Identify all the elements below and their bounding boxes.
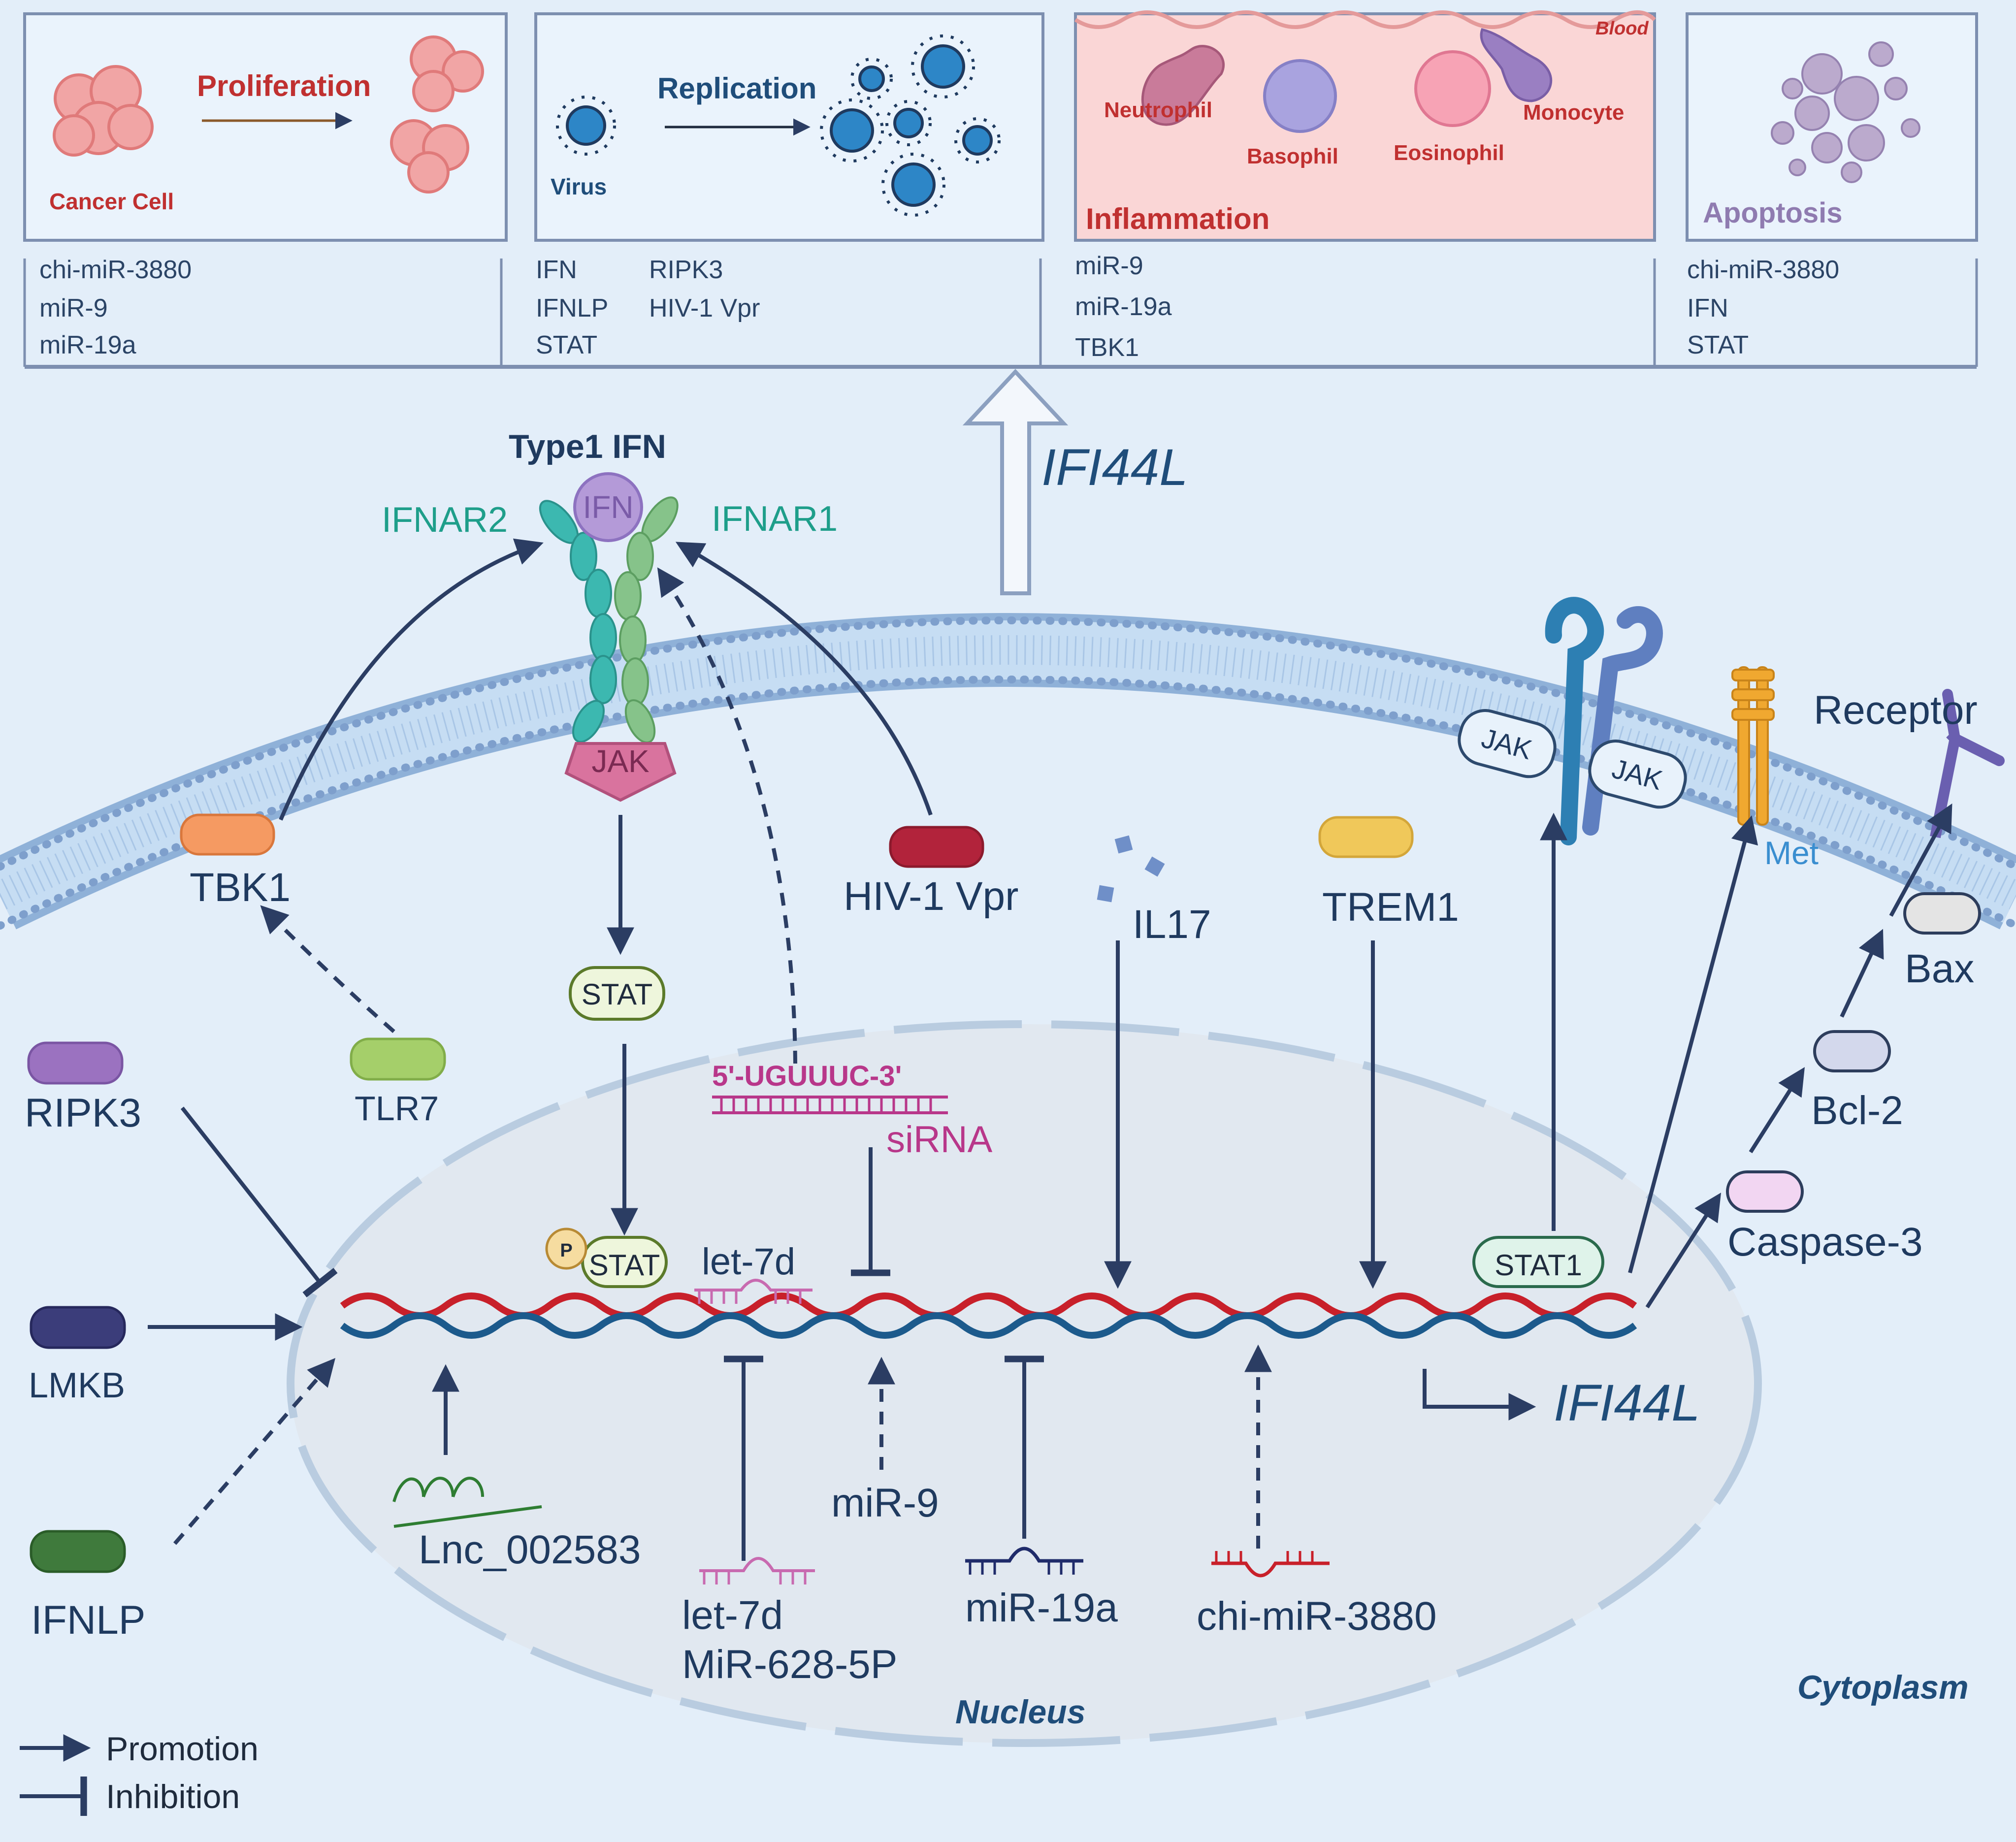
stat1-label: STAT1 [1495, 1249, 1582, 1282]
mir19a-label: miR-19a [965, 1585, 1118, 1630]
panel-lists: chi-miR-3880 miR-9 miR-19a IFN IFNLP STA… [23, 252, 1978, 369]
monocyte-label: Monocyte [1523, 100, 1624, 125]
ifnlp-label: IFNLP [31, 1598, 145, 1643]
caspase3-label: Caspase-3 [1727, 1220, 1923, 1264]
stat-factor: STAT [569, 966, 665, 1021]
bcl-2: Bcl-2 [1811, 1030, 1903, 1133]
eosinophil-label: Eosinophil [1394, 141, 1504, 165]
bax-label: Bax [1905, 946, 1974, 991]
nucleus-content: 5'-UGUUUC-3' siRNA STAT P STAT1 let-7d L… [392, 1060, 1604, 1731]
let7d-bottom-label: let-7d [682, 1593, 783, 1638]
ifi44l-output-arrow [962, 369, 1069, 595]
panel-virus: Replication Virus [534, 12, 1044, 242]
ifn-ligand-label: IFN [583, 489, 633, 525]
virus-item-2: IFNLP [536, 294, 608, 323]
cancer-item-3: miR-19a [39, 331, 136, 359]
cancer-item-2: miR-9 [39, 294, 108, 323]
virus-item-1: IFN [536, 256, 577, 284]
hiv-1-vpr: HIV-1 Vpr [844, 826, 1018, 919]
lnc-label: Lnc_002583 [419, 1527, 641, 1572]
ripk3: RIPK3 [25, 1041, 141, 1135]
ifnar2-label: IFNAR2 [382, 500, 508, 540]
apoptosis-title: Apoptosis [1703, 197, 1843, 229]
legend-inhibition: Inhibition [106, 1778, 240, 1815]
il17: IL17 [1097, 835, 1211, 947]
ifnlp: IFNLP [30, 1530, 145, 1643]
inflammation-title: Inflammation [1086, 202, 1269, 235]
mir9-label: miR-9 [831, 1481, 939, 1525]
hiv-vpr-label: HIV-1 Vpr [844, 874, 1018, 919]
jak-kinase [564, 742, 677, 802]
panel-cancer: Proliferation Cancer Cell [23, 12, 508, 242]
inflammation-item-1: miR-9 [1075, 252, 1143, 280]
ifi44l-bottom-label: IFI44L [1554, 1374, 1700, 1432]
type1-ifn-title: Type1 IFN [509, 428, 666, 465]
virus-caption: Virus [551, 174, 607, 199]
stat-label: STAT [582, 978, 652, 1011]
tlr7-label: TLR7 [355, 1089, 439, 1128]
proliferation-title: Proliferation [197, 69, 371, 102]
blood-label: Blood [1595, 18, 1649, 39]
receptor-label: Receptor [1814, 688, 1978, 733]
apoptosis-item-1: chi-miR-3880 [1687, 256, 1839, 284]
virus-item-3: STAT [536, 331, 597, 359]
ifn-ligand [573, 472, 643, 542]
apoptosis-item-2: IFN [1687, 294, 1728, 323]
inflammation-item-3: TBK1 [1075, 333, 1139, 362]
il17-label: IL17 [1133, 902, 1211, 947]
ifi44l-top-label: IFI44L [1041, 439, 1188, 496]
replication-title: Replication [657, 72, 816, 105]
cancer-item-1: chi-miR-3880 [39, 256, 192, 284]
mir628-label: MiR-628-5P [682, 1642, 897, 1687]
pstat [581, 1236, 668, 1288]
tbk1-label: TBK1 [190, 865, 291, 910]
trem1-label: TREM1 [1322, 885, 1459, 930]
stat1 [1472, 1236, 1604, 1288]
neutrophil-label: Neutrophil [1104, 98, 1212, 122]
let7d-top-label: let-7d [702, 1241, 795, 1283]
virus-item-4: RIPK3 [649, 256, 723, 284]
phosphate-label: P [560, 1240, 572, 1261]
tlr7: TLR7 [350, 1037, 446, 1128]
panel-inflammation: Blood Neutrophil Basophil Eosinophil Mon… [1074, 10, 1656, 242]
jak-receptor: JAK JAK [1458, 597, 1687, 845]
bax: Bax [1903, 892, 1981, 991]
cancer-cell-caption: Cancer Cell [49, 189, 174, 214]
sirna-label: siRNA [886, 1119, 993, 1161]
ripk3-label: RIPK3 [25, 1091, 141, 1135]
sirna-sequence: 5'-UGUUUC-3' [712, 1060, 902, 1092]
jak-label: JAK [591, 743, 649, 779]
ifn-receptor: Type1 IFN IFN JAK IFNAR2 IFNAR1 [382, 428, 838, 802]
cytoplasm-label: Cytoplasm [1797, 1669, 1969, 1706]
trem1: TREM1 [1318, 816, 1459, 930]
lmkb: LMKB [29, 1306, 126, 1405]
apoptosis-item-3: STAT [1687, 331, 1749, 359]
ifnar1-label: IFNAR1 [712, 499, 838, 539]
dna-helix [340, 1293, 1637, 1339]
panel-apoptosis: Apoptosis [1686, 12, 1978, 242]
nucleus-label: Nucleus [955, 1693, 1086, 1731]
basophil-label: Basophil [1247, 144, 1338, 168]
inflammation-item-2: miR-19a [1075, 292, 1172, 321]
virus-item-5: HIV-1 Vpr [649, 294, 760, 323]
met-receptor: Met [1731, 666, 1819, 871]
chi-mir-3880-label: chi-miR-3880 [1197, 1594, 1437, 1639]
bcl2-label: Bcl-2 [1811, 1088, 1903, 1133]
lmkb-label: LMKB [29, 1366, 125, 1405]
legend-promotion: Promotion [106, 1730, 259, 1768]
pstat-label: STAT [589, 1249, 660, 1282]
met-label: Met [1764, 835, 1819, 871]
tbk1: TBK1 [180, 813, 291, 910]
phosphate [545, 1228, 587, 1270]
pathway-arrows [148, 538, 1952, 1561]
legend: Promotion Inhibition [20, 1730, 259, 1816]
caspase-3: Caspase-3 [1726, 1170, 1923, 1264]
